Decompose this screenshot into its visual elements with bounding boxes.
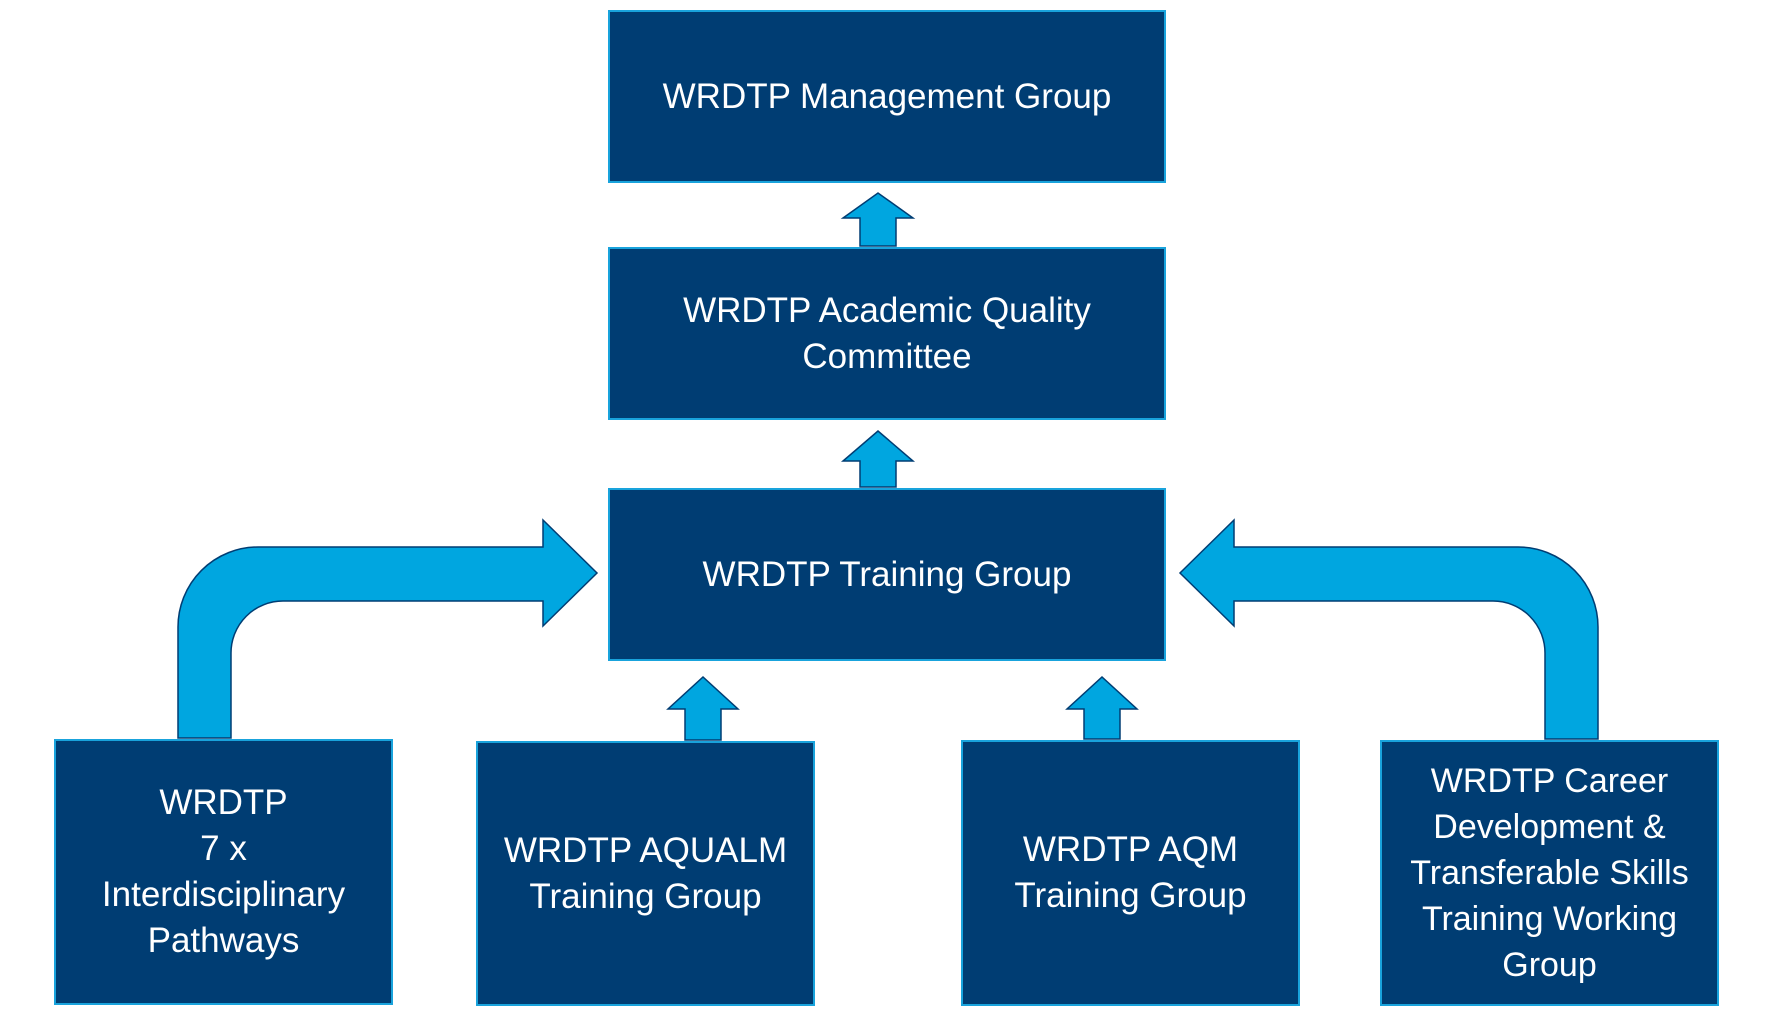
- management-group-label: WRDTP Management Group: [662, 76, 1112, 116]
- arrow-career-to-training: [1178, 518, 1599, 740]
- aqualm-training-group-node: WRDTP AQUALM Training Group: [476, 741, 815, 1006]
- arrow-aqc-to-management: [840, 192, 916, 247]
- academic-quality-committee-label: WRDTP Academic Quality Committee: [683, 290, 1091, 376]
- interdisciplinary-pathways-node: WRDTP 7 x Interdisciplinary Pathways: [54, 739, 393, 1005]
- career-development-working-group-label: WRDTP Career Development & Transferable …: [1410, 762, 1689, 984]
- interdisciplinary-pathways-label: WRDTP 7 x Interdisciplinary Pathways: [101, 783, 346, 960]
- training-group-node: WRDTP Training Group: [608, 488, 1166, 661]
- management-group-node: WRDTP Management Group: [608, 10, 1166, 183]
- arrow-aqualm-to-training: [666, 675, 740, 741]
- arrow-training-to-aqc: [840, 430, 916, 488]
- aqm-training-group-label: WRDTP AQM Training Group: [1014, 830, 1247, 915]
- arrow-pathways-to-training: [177, 518, 599, 739]
- career-development-working-group-node: WRDTP Career Development & Transferable …: [1380, 740, 1719, 1006]
- academic-quality-committee-node: WRDTP Academic Quality Committee: [608, 247, 1166, 420]
- arrow-aqm-to-training: [1065, 675, 1139, 740]
- training-group-label: WRDTP Training Group: [702, 554, 1072, 594]
- aqm-training-group-node: WRDTP AQM Training Group: [961, 740, 1300, 1006]
- aqualm-training-group-label: WRDTP AQUALM Training Group: [503, 830, 788, 916]
